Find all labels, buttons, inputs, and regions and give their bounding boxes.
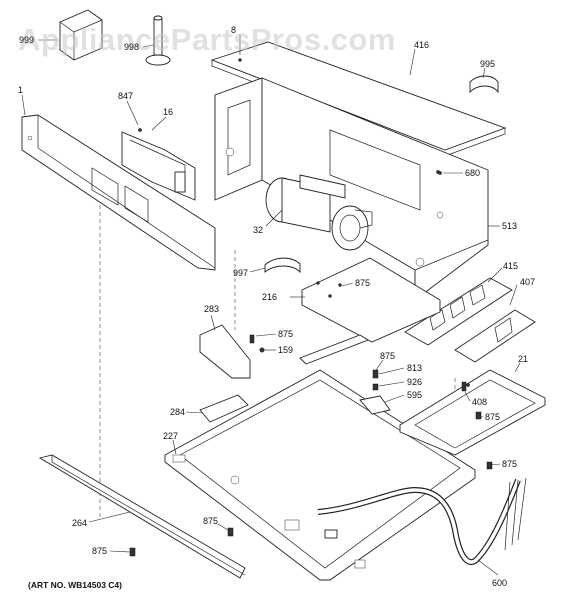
callout-415: 415 [503,261,518,271]
callout-216: 216 [262,292,277,302]
callout-998: 998 [124,42,139,52]
wire-harness [317,477,527,566]
callout-407: 407 [520,277,535,287]
cooling-fan-motor [265,174,373,251]
callout-264: 264 [72,518,87,528]
callout-875-a: 875 [355,278,370,288]
callout-600: 600 [492,578,507,588]
control-board [121,128,196,201]
callout-875-c: 875 [380,351,395,361]
watermark: AppliancePartsPros.com [18,22,396,57]
callout-680: 680 [465,168,480,178]
screw [486,461,493,470]
screw [475,411,482,420]
relay-board-415 [404,277,513,346]
control-tray [399,369,546,456]
small-rail [299,334,370,365]
callout-875-g: 875 [92,546,107,556]
callout-999: 999 [19,35,34,45]
callout-8: 8 [231,25,236,35]
part-997 [264,257,301,274]
fasteners-cluster [249,334,391,415]
part-999 [59,9,103,61]
callout-997: 997 [233,268,248,278]
callout-1: 1 [18,85,23,95]
screw [461,381,467,392]
callout-875-d: 875 [485,412,500,422]
callout-926: 926 [407,377,422,387]
heat-shield [301,257,441,343]
bracket-283 [199,324,251,379]
callout-284: 284 [170,407,185,417]
callout-875-b: 875 [278,329,293,339]
callout-416: 416 [414,40,429,50]
leader-lines [21,34,521,576]
callout-995: 995 [480,59,495,69]
callout-159: 159 [278,345,293,355]
callout-labels: 999 998 8 416 995 1 847 16 680 513 32 99… [18,25,535,588]
callout-875-e: 875 [502,459,517,469]
callout-813: 813 [407,363,422,373]
relay-board-407 [454,309,536,363]
callout-408: 408 [472,397,487,407]
callout-32: 32 [253,225,263,235]
callout-21: 21 [518,354,528,364]
bottom-tray [164,369,476,581]
bracket-284 [199,394,249,423]
screw [227,527,234,537]
callout-595: 595 [407,390,422,400]
screw [129,547,136,557]
callout-227: 227 [163,431,178,441]
callout-283: 283 [204,304,219,314]
screw [438,171,442,175]
callout-847: 847 [118,91,133,101]
part-998 [145,15,171,66]
front-trim-strip [38,454,246,579]
callout-513: 513 [502,221,517,231]
art-number: (ART NO. WB14503 C4) [28,580,122,590]
control-panel [21,114,216,271]
part-995 [469,75,499,94]
rear-frame [214,77,489,301]
callout-16: 16 [163,107,173,117]
callout-875-f: 875 [203,516,218,526]
